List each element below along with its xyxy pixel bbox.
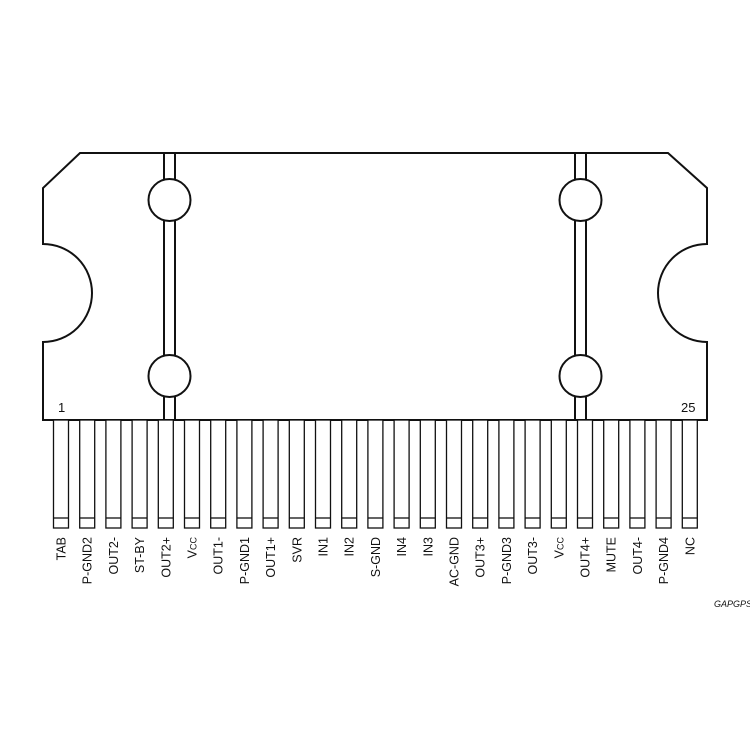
pin-10: SVR xyxy=(288,419,305,563)
pin-lead xyxy=(210,419,227,529)
pin-13: S-GND xyxy=(367,419,384,577)
pin-lead xyxy=(393,419,410,529)
pin-label: AC-GND xyxy=(448,537,462,586)
pin-24: P-GND4 xyxy=(655,419,672,584)
pin-lead xyxy=(157,419,174,529)
pin-14: IN4 xyxy=(393,419,410,557)
pin-lead xyxy=(472,419,489,529)
pin-lead xyxy=(629,419,646,529)
pin-5: OUT2+ xyxy=(157,419,174,578)
pin-4: ST-BY xyxy=(131,419,148,573)
pin-8: P-GND1 xyxy=(236,419,253,584)
pin-lead xyxy=(314,419,332,529)
left-lower-hole xyxy=(147,354,192,398)
pin-label: OUT1- xyxy=(212,537,226,575)
pin-lead xyxy=(445,419,463,529)
pin-23: OUT4- xyxy=(629,419,646,575)
pins: TAB P-GND2 OUT2- ST-BY OUT2+ VCC OUT1- P-GND1 OU… xyxy=(52,419,698,586)
pin-17: OUT3+ xyxy=(472,419,489,578)
pin-lead xyxy=(498,419,515,529)
pin-label: OUT2+ xyxy=(159,537,173,578)
pin-15: IN3 xyxy=(419,419,436,557)
pin-lead xyxy=(262,419,279,529)
pin-lead xyxy=(236,419,253,529)
pin-label: OUT3- xyxy=(526,537,540,575)
pin-lead xyxy=(419,419,436,529)
pin-2: P-GND2 xyxy=(79,419,96,584)
left-upper-hole xyxy=(147,178,192,222)
left-divider xyxy=(147,153,192,420)
right-upper-hole xyxy=(558,178,603,222)
pin-16: AC-GND xyxy=(445,419,463,586)
pin-label: NC xyxy=(683,537,697,555)
pin-lead xyxy=(524,419,541,529)
pin-lead xyxy=(367,419,384,529)
pin-21: OUT4+ xyxy=(576,419,594,578)
pin-label: OUT4+ xyxy=(579,537,593,578)
pin-11: IN1 xyxy=(314,419,332,557)
pin-lead xyxy=(52,419,70,529)
pin-lead xyxy=(79,419,96,529)
pin-7: OUT1- xyxy=(210,419,227,575)
pin-label: OUT3+ xyxy=(474,537,488,578)
pin-20: VCC xyxy=(550,419,567,559)
pin-label: TAB xyxy=(55,537,69,560)
pin-25: NC xyxy=(681,419,698,555)
pin-label: OUT2- xyxy=(107,537,121,575)
pin-label: OUT4- xyxy=(631,537,645,575)
pin-lead xyxy=(341,419,358,529)
pin-label: MUTE xyxy=(605,537,619,572)
pin-6: VCC xyxy=(183,419,201,559)
right-divider xyxy=(558,153,603,420)
pin-label: VCC xyxy=(552,537,566,559)
pin-label: P-GND3 xyxy=(500,537,514,584)
pin-lead xyxy=(288,419,305,529)
pin-lead xyxy=(183,419,201,529)
pin-lead xyxy=(603,419,620,529)
pin-lead xyxy=(681,419,698,529)
pin-label: SVR xyxy=(290,537,304,563)
pin-lead xyxy=(655,419,672,529)
pin-label: P-GND2 xyxy=(81,537,95,584)
pin-label: IN3 xyxy=(421,537,435,557)
pin-3: OUT2- xyxy=(105,419,122,575)
figure-code: GAPGPS xyxy=(714,599,750,609)
pin-label: P-GND4 xyxy=(657,537,671,584)
pin-9: OUT1+ xyxy=(262,419,279,578)
pin-label: VCC xyxy=(186,537,200,559)
pin-1: TAB xyxy=(52,419,70,560)
pin-label: IN1 xyxy=(317,537,331,557)
pin-number-last: 25 xyxy=(681,400,695,415)
pin-18: P-GND3 xyxy=(498,419,515,584)
pin-label: IN4 xyxy=(395,537,409,557)
right-lower-hole xyxy=(558,354,603,398)
pin-label: P-GND1 xyxy=(238,537,252,584)
pin-number-first: 1 xyxy=(58,400,65,415)
package-body-outline xyxy=(42,152,708,421)
pin-19: OUT3- xyxy=(524,419,541,575)
pin-label: ST-BY xyxy=(133,536,147,573)
pin-22: MUTE xyxy=(603,419,620,572)
pin-label: S-GND xyxy=(369,537,383,577)
pin-label: OUT1+ xyxy=(264,537,278,578)
pin-12: IN2 xyxy=(341,419,358,557)
pin-lead xyxy=(105,419,122,529)
pin-lead xyxy=(576,419,594,529)
pin-lead xyxy=(550,419,567,529)
pin-lead xyxy=(131,419,148,529)
pin-label: IN2 xyxy=(343,537,357,557)
